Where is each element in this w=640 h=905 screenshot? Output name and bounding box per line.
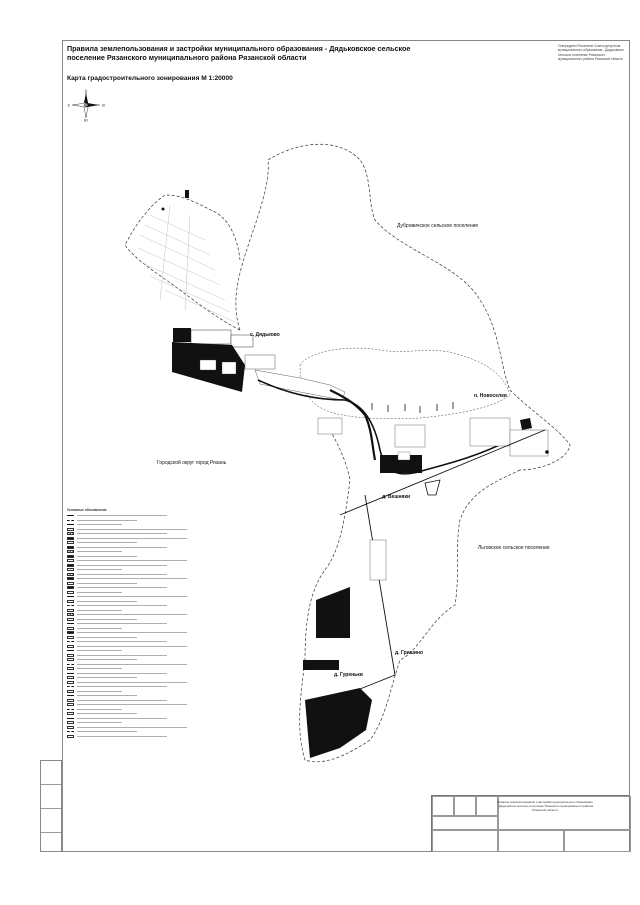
side-strip-cell — [41, 785, 61, 809]
label-dyadkovo: с. Дядьково — [250, 332, 280, 338]
label-grishino: д. Гришино — [395, 650, 424, 656]
legend-row — [67, 581, 207, 586]
legend-row — [67, 712, 207, 717]
legend-row — [67, 653, 207, 658]
title-block-text: Правила землепользования и застройки мун… — [497, 800, 593, 812]
dyadkovo-zones — [161, 190, 346, 401]
legend-row — [67, 622, 207, 627]
compass-west-label: З — [68, 103, 70, 107]
title-block-cell — [454, 796, 476, 816]
legend-row — [67, 550, 207, 555]
legend-row — [67, 599, 207, 604]
legend-row — [67, 703, 207, 708]
legend-row — [67, 613, 207, 618]
legend-row — [67, 707, 207, 712]
compass-east-label: В — [102, 103, 105, 107]
legend-row — [67, 514, 207, 519]
title-block-cell — [564, 830, 631, 852]
legend-row — [67, 698, 207, 703]
side-approval-strip — [40, 760, 62, 852]
map-subtitle: Карта градостроительного зонирования М 1… — [67, 75, 233, 82]
legend-row — [67, 532, 207, 537]
legend-row — [67, 554, 207, 559]
title-block-cell — [432, 830, 498, 852]
legend-row — [67, 662, 207, 667]
legend-row — [67, 518, 207, 523]
compass-south-label: Ю — [84, 119, 88, 123]
legend-row — [67, 541, 207, 546]
sheet-frame — [62, 40, 630, 852]
legend-row — [67, 590, 207, 595]
title-block-cell — [498, 796, 631, 830]
legend-row — [67, 689, 207, 694]
legend-row — [67, 644, 207, 649]
legend-row — [67, 676, 207, 681]
legend-row — [67, 545, 207, 550]
legend-row — [67, 577, 207, 582]
legend-row — [67, 730, 207, 735]
legend-row — [67, 734, 207, 739]
legend-row — [67, 563, 207, 568]
title-block-cell — [432, 816, 498, 830]
legend-row — [67, 716, 207, 721]
title-block-cell — [432, 796, 454, 816]
legend-row — [67, 595, 207, 600]
legend-row — [67, 559, 207, 564]
central-village-zones — [257, 379, 549, 496]
legend-row — [67, 586, 207, 591]
settlement-boundary-north — [235, 143, 571, 471]
legend-row — [67, 680, 207, 685]
settlement-boundary-west — [124, 194, 241, 331]
legend-row — [67, 568, 207, 573]
label-veshnyaki: д. Вешняки — [382, 494, 411, 500]
legend-row — [67, 725, 207, 730]
compass-north-label: С — [85, 89, 88, 93]
approval-note: Утверждены Решением Совета депутатов мун… — [558, 44, 624, 62]
legend-title: Условные обозначения — [67, 508, 107, 512]
side-strip-cell — [41, 761, 61, 785]
legend-row — [67, 572, 207, 577]
side-strip-cell — [41, 809, 61, 833]
parcel-grid-northwest — [137, 204, 236, 323]
label-dubrovichi: Дубровичское сельское поселение — [397, 223, 479, 229]
legend-row — [67, 658, 207, 663]
legend-row — [67, 685, 207, 690]
legend-row — [67, 617, 207, 622]
legend-row — [67, 523, 207, 528]
title-block-cell — [476, 796, 498, 816]
compass-rose-icon: С Ю З В — [68, 89, 106, 123]
legend-row — [67, 604, 207, 609]
label-listvyanka: Льговское сельское поселение — [478, 545, 550, 551]
legend-row — [67, 671, 207, 676]
legend-row — [67, 608, 207, 613]
legend-row — [67, 527, 207, 532]
legend-row — [67, 694, 207, 699]
legend-row — [67, 721, 207, 726]
legend-row — [67, 635, 207, 640]
label-ryazan: Городской округ город Рязань — [157, 460, 227, 466]
map-legend: Условные обозначения — [67, 508, 207, 739]
legend-row — [67, 626, 207, 631]
legend-row — [67, 631, 207, 636]
novoselki-boundary — [299, 347, 511, 419]
map-title: Правила землепользования и застройки мун… — [67, 44, 411, 62]
legend-row — [67, 640, 207, 645]
legend-row — [67, 536, 207, 541]
label-gurenki: д. Гуреньки — [334, 672, 363, 678]
drawing-title-block — [431, 795, 631, 852]
legend-row — [67, 667, 207, 672]
title-block-cell — [498, 830, 564, 852]
legend-row — [67, 649, 207, 654]
label-novoselki: п. Новоселки — [474, 393, 507, 399]
south-zones — [303, 539, 387, 758]
settlement-boundary-south — [299, 419, 521, 763]
